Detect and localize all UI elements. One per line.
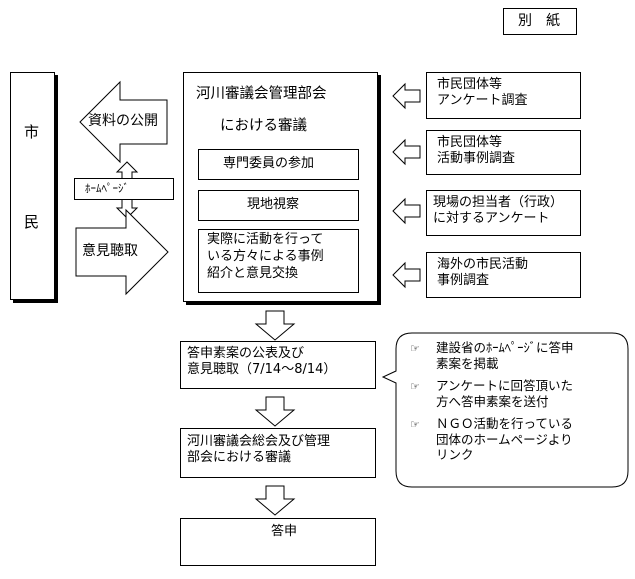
main-item-case-exchange-label: 実際に活動を行って いる方々による事例 紹介と意見交換 — [207, 232, 324, 281]
flow-final-box: 答申 — [180, 518, 376, 566]
homepage-label-box: ﾎｰﾑﾍﾟｰｼﾞ — [74, 178, 174, 200]
input-box-officials-survey: 現場の担当者（行政） に対するアンケート — [426, 190, 581, 236]
main-item-experts-label: 専門委員の参加 — [223, 156, 315, 171]
input-box-overseas-cases: 海外の市民活動 事例調査 — [426, 252, 581, 298]
bullet-icon: ☞ — [410, 418, 420, 431]
flow-plenary-label: 河川審議会総会及び管理 部会における審議 — [187, 434, 331, 466]
main-item-experts: 専門委員の参加 — [198, 149, 359, 180]
hearing-arrow-label: 意見聴取 — [82, 243, 138, 259]
callout-item-text: アンケートに回答頂いた 方へ答申素案を送付 — [436, 378, 574, 409]
citizens-label-top: 市 — [24, 123, 40, 141]
callout-item-text: 建設省のﾎｰﾑﾍﾟｰｼﾞに答申 素案を掲載 — [436, 340, 574, 371]
attachment-label-box: 別 紙 — [503, 8, 577, 35]
citizens-label-bottom: 民 — [24, 213, 40, 231]
citizens-box: 市 民 — [10, 72, 55, 300]
input-box-officials-survey-label: 現場の担当者（行政） に対するアンケート — [433, 195, 564, 227]
publish-arrow-shape — [79, 80, 168, 164]
main-box-title-line1: 河川審議会管理部会 — [196, 86, 327, 102]
flow-plenary-box: 河川審議会総会及び管理 部会における審議 — [180, 428, 376, 478]
input-box-activity-cases-label: 市民団体等 活動事例調査 — [437, 135, 516, 167]
input-box-activity-cases: 市民団体等 活動事例調査 — [426, 130, 581, 175]
main-item-site-visit: 現地視察 — [198, 190, 359, 221]
main-box-title-line2: における審議 — [220, 118, 307, 134]
bullet-icon: ☞ — [410, 380, 420, 393]
callout-item-text: ＮＧＯ活動を行っている 団体のホームページより リンク — [436, 416, 573, 463]
homepage-label: ﾎｰﾑﾍﾟｰｼﾞ — [85, 182, 129, 195]
flow-final-label: 答申 — [271, 524, 298, 539]
hearing-arrow-shape — [75, 208, 169, 296]
publish-arrow-label: 資料の公開 — [88, 113, 158, 129]
flow-draft-box: 答申素案の公表及び 意見聴取（7/14～8/14） — [180, 341, 376, 389]
input-arrows — [392, 82, 421, 289]
main-item-case-exchange: 実際に活動を行って いる方々による事例 紹介と意見交換 — [198, 229, 359, 293]
main-deliberation-box: 河川審議会管理部会 における審議 専門委員の参加 現地視察 実際に活動を行って … — [183, 72, 378, 302]
flow-down-arrows — [254, 310, 296, 516]
flow-draft-label: 答申素案の公表及び 意見聴取（7/14～8/14） — [187, 346, 337, 378]
main-item-site-visit-label: 現地視察 — [247, 197, 300, 212]
attachment-label: 別 紙 — [518, 13, 560, 29]
input-box-survey-label: 市民団体等 アンケート調査 — [437, 77, 528, 109]
input-box-survey: 市民団体等 アンケート調査 — [426, 72, 581, 119]
bullet-icon: ☞ — [410, 342, 420, 355]
input-box-overseas-cases-label: 海外の市民活動 事例調査 — [437, 257, 529, 289]
callout-bubble — [381, 332, 629, 488]
